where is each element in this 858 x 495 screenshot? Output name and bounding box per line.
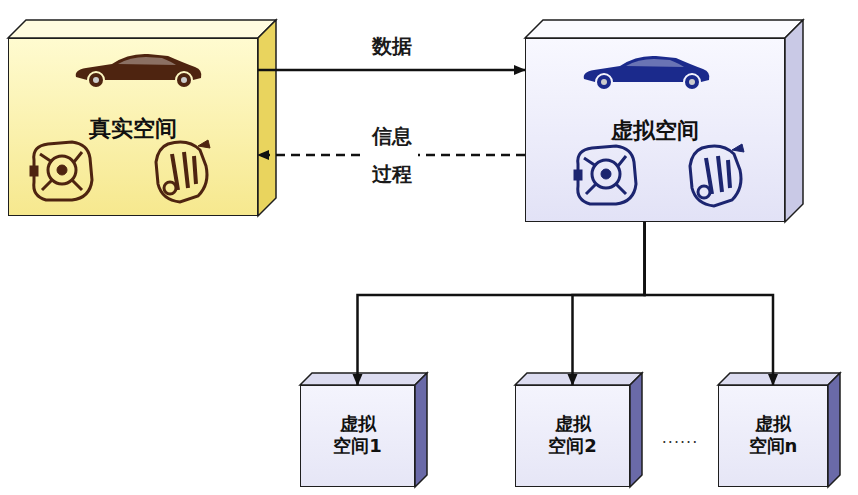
node-title: 虚拟 空间2 (516, 413, 629, 458)
box-side-face (258, 20, 276, 216)
node-title: 虚拟 空间1 (301, 413, 414, 458)
edge-label: 数据 (369, 33, 415, 59)
box-side-face (828, 373, 840, 487)
space-box: 真实空间 (8, 38, 258, 216)
box-top-face (300, 373, 427, 385)
box-depth-layer (8, 20, 840, 487)
box-depth (525, 20, 803, 222)
node-title: 虚拟空间 (526, 117, 784, 145)
box-top-face (8, 20, 276, 38)
box-side-face (630, 373, 642, 487)
box-top-face (718, 373, 840, 385)
solid-arrow (358, 222, 645, 385)
solid-arrow (645, 222, 773, 385)
box-side-face (415, 373, 427, 487)
car-illustration (76, 54, 202, 87)
ellipsis-mark: ...... (662, 428, 699, 447)
node-title: 真实空间 (9, 115, 257, 143)
box-depth (718, 373, 840, 487)
box-depth (300, 373, 427, 487)
box-depth (515, 373, 642, 487)
space-box: 虚拟空间 (525, 38, 785, 222)
box-side-face (785, 20, 803, 222)
node-text: 虚拟 空间1 (331, 413, 385, 458)
node-text: 虚拟 空间n (746, 413, 800, 458)
edge-label: 信息 过程 (366, 116, 418, 194)
solid-arrow (573, 222, 645, 385)
engine-illustration (30, 142, 92, 200)
box-depth (8, 20, 276, 216)
node-text: 虚拟空间 (611, 117, 699, 145)
node-title: 虚拟 空间n (719, 413, 827, 458)
engine-illustration (574, 146, 636, 204)
node-text: 虚拟 空间2 (546, 413, 600, 458)
sub-space-box: 虚拟 空间n (718, 385, 828, 487)
car-illustration (584, 56, 710, 89)
engine-illustration (156, 140, 210, 202)
sub-space-box: 虚拟 空间1 (300, 385, 415, 487)
node-text: 真实空间 (89, 115, 177, 143)
engine-illustration (690, 144, 744, 206)
sub-space-box: 虚拟 空间2 (515, 385, 630, 487)
box-top-face (515, 373, 642, 385)
solid-arrow (258, 69, 525, 72)
box-top-face (525, 20, 803, 38)
